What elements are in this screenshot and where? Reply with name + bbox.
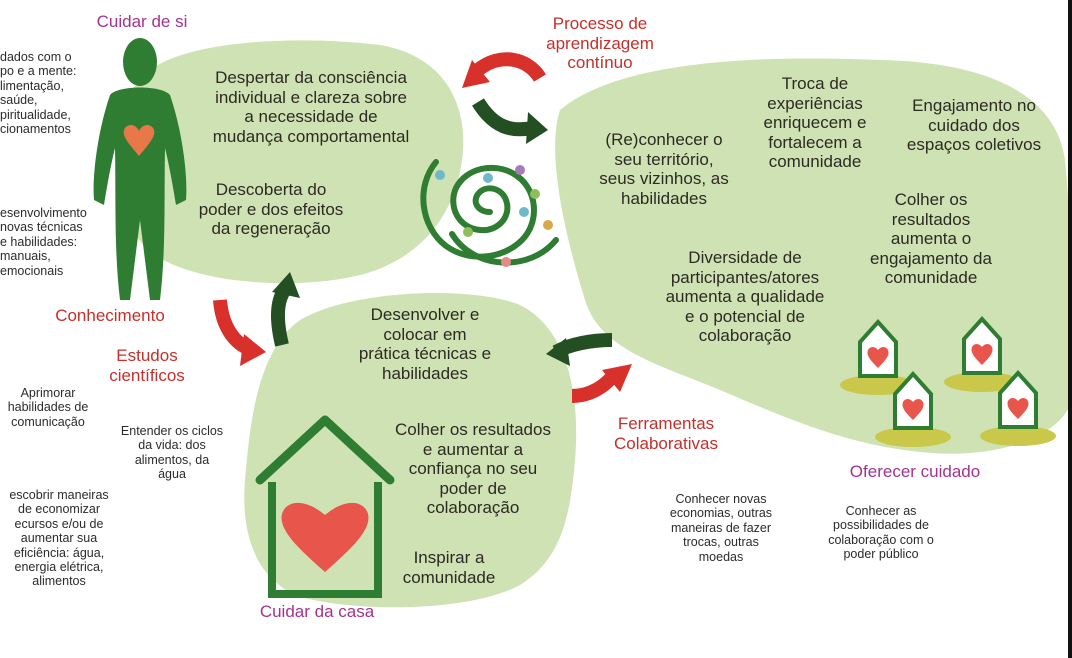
text-desenvolver: Desenvolver e colocar em prática técnica… (358, 305, 492, 383)
house-icon (255, 415, 395, 598)
curved-arrow-icon (571, 364, 632, 403)
title-oferecer-cuidado: Oferecer cuidado (849, 462, 981, 481)
curved-arrow-icon (472, 98, 548, 144)
small-house-icon (944, 316, 1020, 392)
title-ferramentas: Ferramentas Colaborativas (614, 414, 718, 453)
text-colher-engajamento: Colher os resultados aumenta o engajamen… (870, 190, 992, 288)
spiral-leaves (435, 165, 553, 267)
title-conhecimento: Conhecimento (55, 306, 165, 325)
title-cuidar-de-si: Cuidar de si (96, 12, 188, 31)
person-icon (93, 38, 187, 300)
text-conhecer-possibilidades: Conhecer as possibilidades de colaboraçã… (828, 504, 934, 562)
text-diversidade: Diversidade de participantes/atores aume… (665, 248, 825, 346)
curved-arrow-icon (546, 333, 613, 366)
title-cuidar-da-casa: Cuidar da casa (259, 602, 375, 621)
blob-right (555, 58, 1072, 454)
text-despertar: Despertar da consciência individual e cl… (212, 68, 410, 146)
title-estudos: Estudos científicos (109, 346, 185, 385)
text-reconhecer: (Re)conhecer o seu território, seus vizi… (599, 130, 729, 208)
text-colher-confianca: Colher os resultados e aumentar a confia… (395, 420, 551, 518)
text-desenvolvimento: esenvolvimento novas técnicas e habilida… (0, 206, 87, 278)
text-descobrir-maneiras: escobrir maneiras de economizar ecursos … (9, 488, 109, 589)
text-descoberta: Descoberta do poder e dos efeitos da reg… (198, 180, 344, 239)
heart-icon (123, 124, 155, 156)
text-troca: Troca de experiências enriquecem e forta… (763, 74, 867, 172)
small-house-icon (980, 370, 1056, 446)
text-entender-ciclos: Entender os ciclos da vida: dos alimento… (120, 424, 224, 482)
text-conhecer-economias: Conhecer novas economias, outras maneira… (669, 492, 773, 564)
title-processo: Processo de aprendizagem contínuo (546, 14, 654, 73)
small-house-icon (875, 371, 951, 447)
text-engajamento: Engajamento no cuidado dos espaços colet… (906, 96, 1042, 155)
text-inspirar: Inspirar a comunidade (402, 548, 496, 587)
text-cuidados-corpo: dados com o po e a mente: limentação, sa… (0, 50, 77, 136)
curved-arrow-icon (213, 299, 266, 366)
text-aprimorar: Aprimorar habilidades de comunicação (7, 386, 89, 429)
curved-arrow-icon (270, 272, 300, 347)
blob-top (115, 40, 464, 284)
curved-arrow-icon (462, 52, 546, 88)
frame-edge (1068, 0, 1072, 658)
